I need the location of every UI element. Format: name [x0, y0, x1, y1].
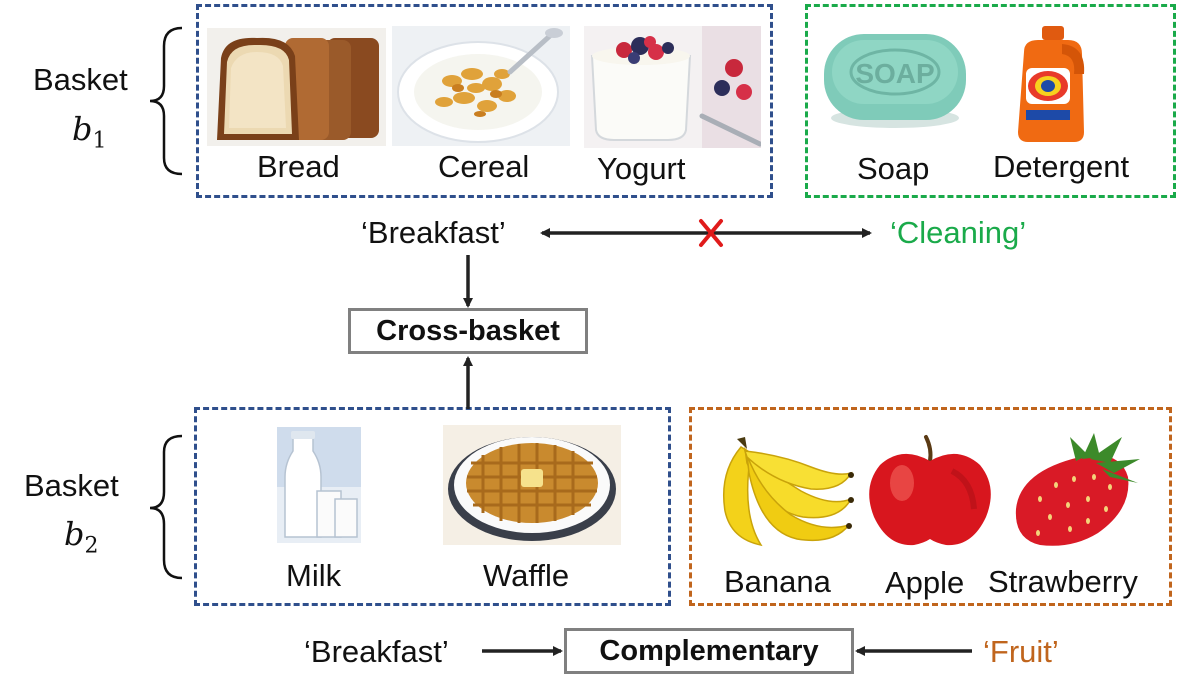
basket2-fruit-box: [689, 407, 1172, 606]
basket1-breakfast-box: [196, 4, 773, 198]
waffle-label: Waffle: [483, 558, 570, 593]
basket2-breakfast-box: [194, 407, 671, 606]
banana-label: Banana: [724, 564, 831, 599]
apple-label: Apple: [885, 565, 965, 600]
complementary-label: Complementary: [599, 635, 819, 667]
bread-label: Bread: [257, 149, 340, 184]
basket2-label: Basket: [24, 468, 119, 503]
concept-breakfast-top: ‘Breakfast’: [361, 215, 506, 250]
strawberry-icon: [1015, 433, 1140, 546]
cross-basket-box: Cross-basket: [348, 308, 588, 354]
concept-cleaning: ‘Cleaning’: [890, 215, 1027, 250]
apple-icon: [869, 435, 991, 546]
basket2-symbol: b2: [64, 515, 99, 559]
complementary-box: Complementary: [564, 628, 854, 674]
bread-icon: [207, 28, 386, 146]
basket2-brace: [149, 434, 183, 580]
basket1-cleaning-box: [805, 4, 1176, 198]
yogurt-icon: [584, 26, 761, 148]
soap-icon: SOAP: [824, 34, 966, 128]
no-relation-cross-icon: [699, 219, 723, 247]
detergent-label: Detergent: [993, 149, 1130, 184]
milk-label: Milk: [286, 558, 342, 593]
strawberry-label: Strawberry: [988, 564, 1138, 599]
concept-fruit: ‘Fruit’: [983, 634, 1059, 669]
basket1-brace: [149, 26, 183, 176]
yogurt-label: Yogurt: [597, 151, 686, 186]
soap-label: Soap: [857, 151, 930, 186]
cereal-icon: [392, 26, 570, 146]
concept-breakfast-bottom: ‘Breakfast’: [304, 634, 449, 669]
milk-icon: [277, 427, 361, 543]
waffle-icon: [443, 425, 621, 545]
svg-text:SOAP: SOAP: [855, 58, 934, 89]
cross-basket-label: Cross-basket: [376, 315, 560, 347]
cereal-label: Cereal: [438, 149, 530, 184]
basket1-label: Basket: [33, 62, 128, 97]
detergent-icon: [1018, 26, 1085, 142]
basket1-symbol: b1: [72, 110, 107, 154]
banana-icon: [722, 437, 854, 547]
